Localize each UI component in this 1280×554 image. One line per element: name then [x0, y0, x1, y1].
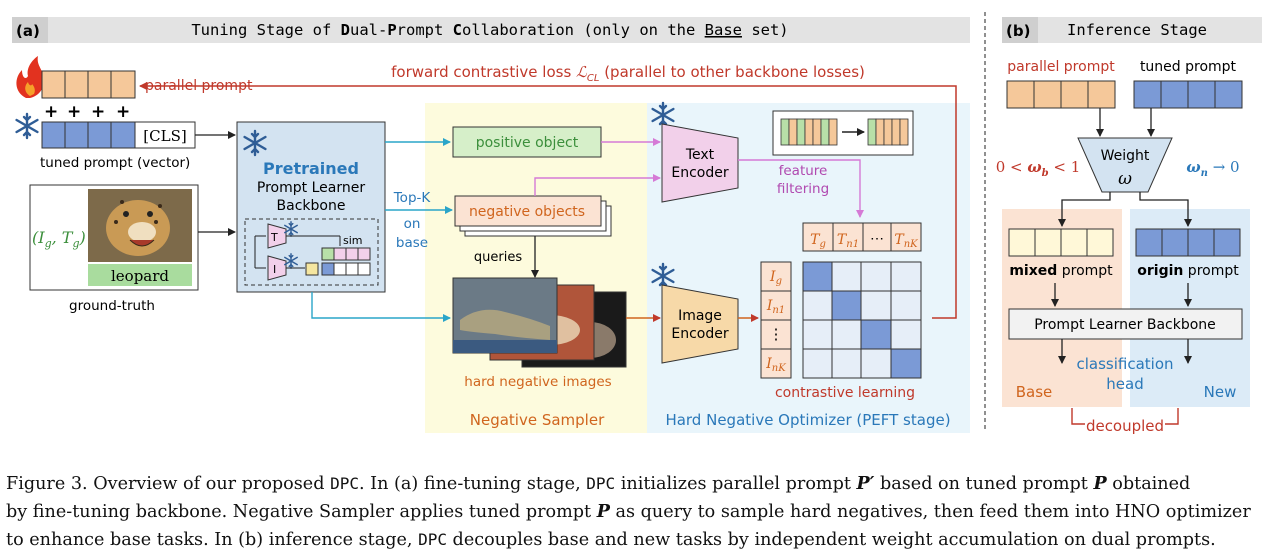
b-tuned-prompt-vector: [1133, 80, 1243, 109]
negative-sampler-label: Negative Sampler: [470, 411, 605, 429]
image-encoder-label-2: Encoder: [671, 326, 728, 342]
omega-label: ω: [1118, 169, 1132, 189]
snowflake-icon: [15, 112, 39, 140]
left-weight-condition: 0 < ωb < 1: [996, 158, 1081, 179]
ground-truth-label: ground-truth: [69, 298, 155, 314]
t-branch-label: T: [270, 231, 278, 244]
loss-feedback-arrow: [139, 82, 957, 319]
loss-label: forward contrastive loss ℒCL (parallel t…: [391, 63, 865, 84]
feature-filtering-label-2: filtering: [777, 181, 829, 197]
cls-token: [CLS]: [143, 127, 186, 145]
weight-block: [1077, 137, 1173, 193]
negative-objects-box: [454, 195, 602, 227]
image-feature-column: [760, 261, 792, 379]
decoupled-bracket-left: [1071, 408, 1085, 425]
i-branch-label: I: [273, 263, 276, 276]
panel-a-header: [12, 17, 970, 43]
arrow-negatives-to-text-encoder: [534, 174, 661, 196]
arrow-to-images: [311, 292, 451, 322]
panel-b-title: Inference Stage: [1067, 21, 1207, 39]
text-feature-header-row: [802, 222, 922, 252]
similarity-matrix: [802, 261, 922, 379]
panel-b-tag-bg: [1002, 17, 1038, 43]
panel-b-tag: (b): [1006, 22, 1030, 40]
panel-a-tag: (a): [16, 22, 40, 40]
mixed-prompt-vector: [1008, 228, 1114, 257]
origin-prompt-label: origin prompt: [1137, 263, 1239, 279]
positive-object-label: positive object: [476, 135, 579, 151]
contrastive-learning-label: contrastive learning: [775, 385, 915, 401]
plus-sign: +: [44, 102, 58, 122]
image-branch-trapezoid: [267, 255, 287, 281]
decoupled-bracket-right: [1165, 408, 1179, 425]
mixed-prompt-label: mixed prompt: [1009, 263, 1113, 279]
b-prompt-learner-backbone: [1008, 308, 1243, 340]
leopard-label-bg: [88, 264, 192, 286]
leopard-label: leopard: [111, 267, 169, 285]
text-encoder: [661, 123, 739, 203]
plus-sign: +: [67, 102, 81, 122]
hard-negative-images-label: hard negative images: [464, 374, 611, 390]
sim-label: sim: [343, 234, 363, 247]
base-label: Base: [1016, 383, 1053, 401]
topk-label-2: on: [404, 216, 421, 232]
origin-prompt-vector: [1135, 228, 1241, 257]
backbone-line-3: Backbone: [277, 198, 346, 214]
negative-sampler-bg: [425, 103, 647, 433]
image-encoder: [661, 284, 739, 364]
panel-a-title: Tuning Stage of Dual-Prompt Collaboratio…: [191, 21, 788, 39]
weight-label: Weight: [1101, 148, 1150, 164]
caption-line-3: to enhance base tasks. In (b) inference …: [6, 530, 1216, 550]
topk-label-1: Top-K: [393, 190, 432, 206]
plus-sign: +: [116, 102, 130, 122]
image-encoder-label-1: Image: [678, 308, 722, 324]
arrow-text-encoder-to-headers: [738, 159, 864, 218]
t-header: ⋯: [870, 231, 884, 247]
backbone-inner-dashed: [244, 218, 379, 286]
decoupled-label: decoupled: [1086, 417, 1164, 435]
figure-caption: Figure 3. Overview of our proposed DPC. …: [6, 470, 1274, 554]
hard-negative-images: [452, 277, 627, 368]
feature-filtering-label-1: feature: [779, 163, 828, 179]
backbone-line-2: Prompt Learner: [257, 180, 365, 196]
parallel-prompt-vector: [41, 70, 136, 99]
b-parallel-prompt-label: parallel prompt: [1007, 59, 1115, 75]
text-encoder-label-1: Text: [685, 147, 715, 163]
classification-head-label-1: classification: [1076, 355, 1173, 373]
right-weight-condition: ωn → 0: [1186, 158, 1239, 179]
arrow-weight-to-origin: [1139, 192, 1192, 227]
backbone-title: Pretrained: [263, 159, 359, 178]
caption-line-1: Figure 3. Overview of our proposed DPC. …: [6, 473, 1191, 494]
topk-label-3: base: [396, 235, 428, 251]
hno-label: Hard Negative Optimizer (PEFT stage): [665, 411, 950, 429]
fire-icon: [16, 56, 44, 98]
text-branch-trapezoid: [267, 223, 287, 249]
caption-line-2: by fine-tuning backbone. Negative Sample…: [6, 501, 1251, 522]
i-cell: ⋮: [769, 325, 784, 343]
positive-object-box: [452, 126, 602, 158]
arrow-weight-to-mixed: [1058, 192, 1111, 227]
new-label: New: [1204, 383, 1237, 401]
feature-filter-vectors: [780, 118, 909, 146]
leopard-image: [88, 189, 192, 262]
b-backbone-label: Prompt Learner Backbone: [1034, 317, 1216, 333]
panel-b-header: [1002, 17, 1262, 43]
b-parallel-prompt-vector: [1006, 80, 1116, 109]
tuned-prompt-vector-label: tuned prompt (vector): [40, 155, 190, 171]
negative-objects-label: negative objects: [469, 204, 585, 220]
text-encoder-label-2: Encoder: [671, 165, 728, 181]
panel-a-tag-bg: [12, 17, 48, 43]
plus-sign: +: [91, 102, 105, 122]
queries-label: queries: [474, 250, 522, 265]
classification-head-label-2: head: [1106, 375, 1143, 393]
b-tuned-prompt-label: tuned prompt: [1140, 59, 1237, 75]
sim-vectors: [305, 247, 371, 276]
